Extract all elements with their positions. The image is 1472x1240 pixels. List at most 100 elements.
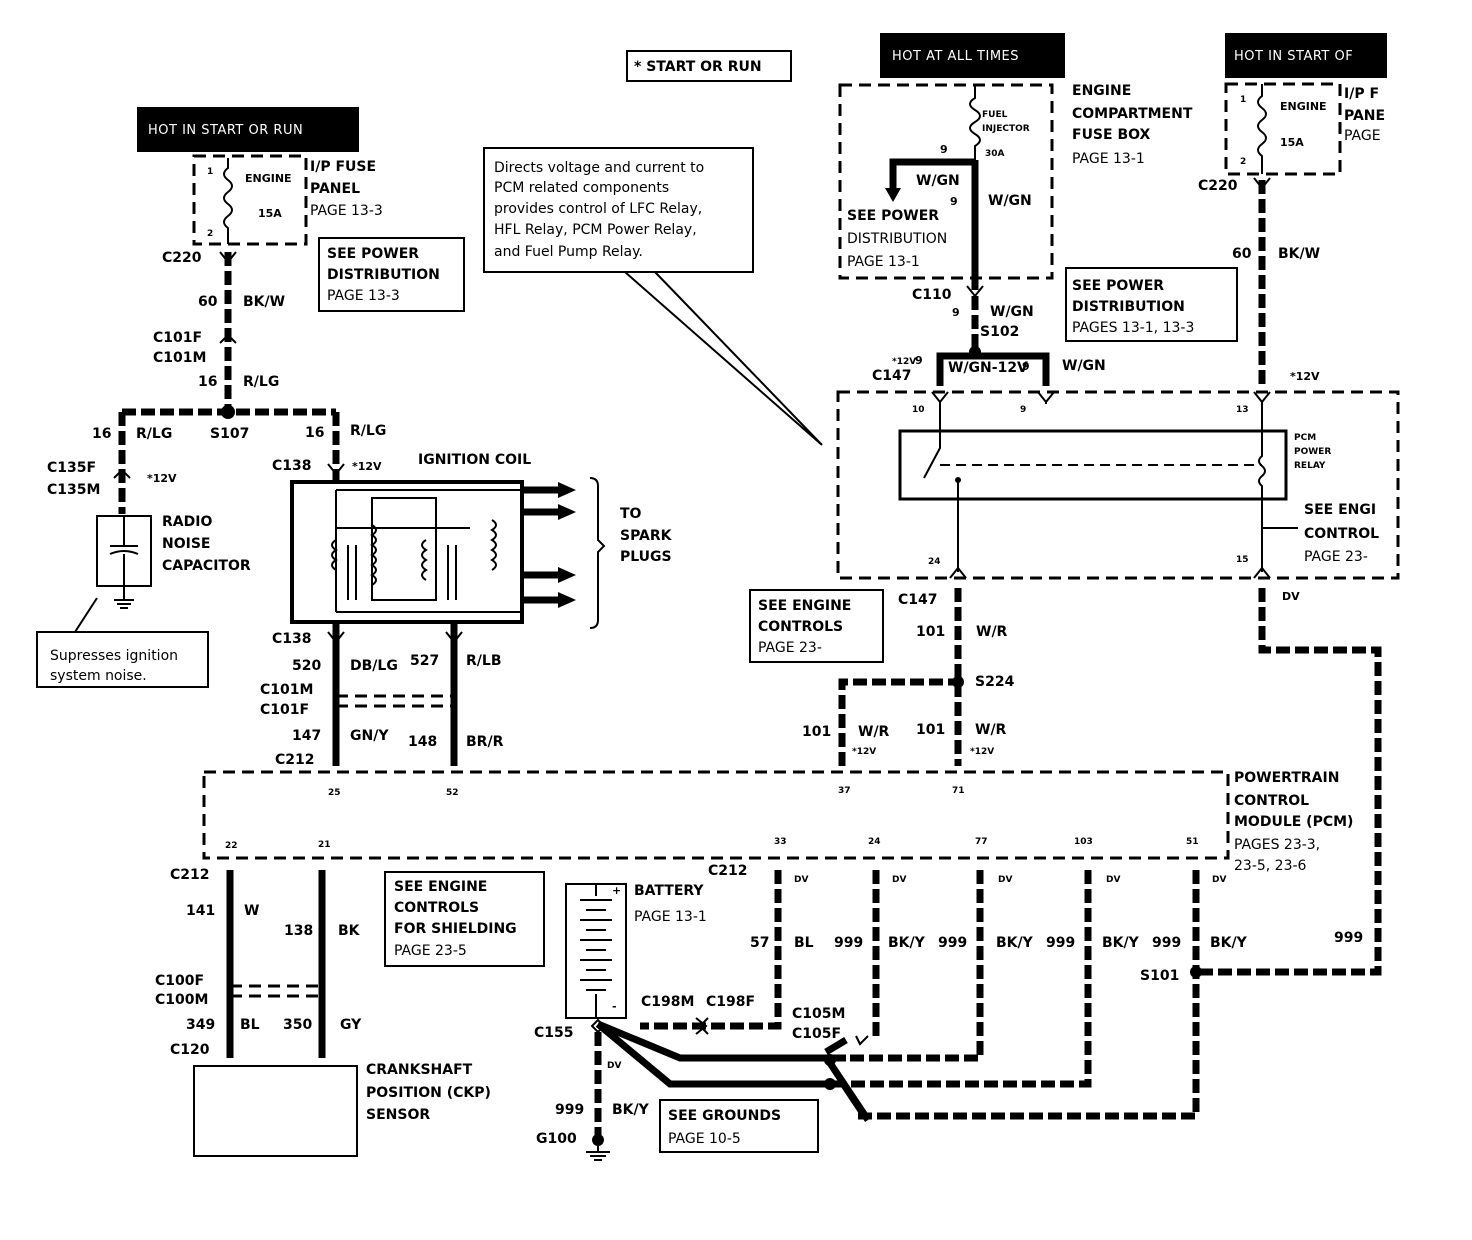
- svg-text:W/GN: W/GN: [916, 173, 960, 189]
- svg-text:PAGES 13-1, 13-3: PAGES 13-1, 13-3: [1072, 320, 1194, 336]
- svg-text:SEE ENGINE: SEE ENGINE: [394, 879, 487, 895]
- svg-text:999: 999: [834, 935, 863, 951]
- svg-text:PANE: PANE: [1344, 108, 1385, 124]
- svg-text:INJECTOR: INJECTOR: [982, 124, 1030, 134]
- svg-text:FUEL: FUEL: [982, 110, 1008, 120]
- svg-text:R/LG: R/LG: [350, 423, 386, 439]
- wire-9-split: [936, 352, 1050, 386]
- header-hot-start-run-right: [1225, 33, 1387, 78]
- svg-text:999: 999: [938, 935, 967, 951]
- svg-text:DISTRIBUTION: DISTRIBUTION: [847, 231, 947, 247]
- svg-text:DV: DV: [1282, 590, 1300, 603]
- svg-text:C101M: C101M: [260, 682, 313, 698]
- svg-text:S224: S224: [975, 674, 1015, 690]
- svg-text:-: -: [612, 1000, 617, 1013]
- svg-text:*12V: *12V: [1290, 370, 1320, 383]
- svg-text:999: 999: [1334, 930, 1363, 946]
- wire-101-branch: [838, 678, 958, 766]
- svg-text:51: 51: [1186, 837, 1199, 847]
- svg-text:16: 16: [92, 426, 111, 442]
- svg-text:71: 71: [952, 786, 965, 796]
- svg-text:141: 141: [186, 903, 215, 919]
- svg-text:S107: S107: [210, 426, 249, 442]
- fuse-link-injector: [969, 85, 981, 160]
- svg-text:23-5, 23-6: 23-5, 23-6: [1234, 858, 1307, 874]
- svg-text:POWERTRAIN: POWERTRAIN: [1234, 770, 1339, 786]
- ref-grounds: [659, 1099, 819, 1153]
- svg-text:PAGE 13-1: PAGE 13-1: [847, 254, 920, 270]
- svg-text:C110: C110: [912, 287, 952, 303]
- svg-text:101: 101: [916, 624, 945, 640]
- svg-text:SEE GROUNDS: SEE GROUNDS: [668, 1108, 781, 1124]
- svg-text:C100M: C100M: [155, 992, 208, 1008]
- svg-text:DV: DV: [794, 875, 808, 885]
- svg-text:*12V: *12V: [147, 472, 177, 485]
- callout-ignition-noise: [36, 631, 209, 688]
- svg-text:CAPACITOR: CAPACITOR: [162, 558, 251, 574]
- svg-text:BK/Y: BK/Y: [1102, 935, 1140, 951]
- svg-text:POSITION (CKP): POSITION (CKP): [366, 1085, 491, 1101]
- svg-text:16: 16: [305, 425, 324, 441]
- svg-text:57: 57: [750, 935, 769, 951]
- splice-s101: [1190, 966, 1202, 978]
- svg-text:147: 147: [292, 728, 321, 744]
- header-hot-start-run-left-text: HOT IN START OR RUN: [148, 123, 303, 138]
- svg-text:I/P F: I/P F: [1344, 86, 1379, 102]
- svg-text:9: 9: [950, 195, 958, 208]
- svg-text:S101: S101: [1140, 968, 1179, 984]
- wire-999-b: [846, 870, 984, 1062]
- svg-text:C105F: C105F: [792, 1026, 841, 1042]
- svg-text:W/R: W/R: [858, 724, 890, 740]
- svg-text:R/LG: R/LG: [243, 374, 279, 390]
- svg-text:60: 60: [198, 294, 218, 310]
- svg-text:BL: BL: [794, 935, 814, 951]
- wire-57: [640, 870, 782, 1030]
- svg-text:15: 15: [1236, 555, 1249, 565]
- svg-text:C100F: C100F: [155, 973, 204, 989]
- ignition-coil: [290, 480, 524, 624]
- svg-text:BL: BL: [240, 1017, 260, 1033]
- svg-text:GY: GY: [340, 1017, 362, 1033]
- svg-text:BK/Y: BK/Y: [996, 935, 1034, 951]
- svg-text:W/GN: W/GN: [1062, 358, 1106, 374]
- svg-text:Supresses ignition: Supresses ignition: [50, 648, 178, 664]
- svg-text:1: 1: [1240, 95, 1246, 105]
- pcm-power-relay: [898, 429, 1288, 501]
- svg-text:C138: C138: [272, 631, 312, 647]
- svg-text:ENGINE: ENGINE: [1280, 100, 1327, 113]
- fuse-engine-left: ENGINE: [245, 172, 292, 185]
- svg-text:CONTROL: CONTROL: [1234, 793, 1309, 809]
- svg-text:BK/Y: BK/Y: [888, 935, 926, 951]
- svg-text:30A: 30A: [985, 149, 1005, 159]
- splice-s224: [952, 676, 964, 688]
- svg-text:NOISE: NOISE: [162, 536, 210, 552]
- svg-text:DV: DV: [1212, 875, 1226, 885]
- svg-text:FUSE BOX: FUSE BOX: [1072, 127, 1151, 143]
- svg-text:148: 148: [408, 734, 437, 750]
- svg-text:C212: C212: [170, 867, 210, 883]
- svg-text:C220: C220: [1198, 178, 1238, 194]
- svg-text:PAGE: PAGE: [1344, 128, 1381, 144]
- svg-text:10: 10: [912, 405, 925, 415]
- svg-text:C101F: C101F: [260, 702, 309, 718]
- svg-text:9: 9: [940, 143, 948, 156]
- svg-text:PAGE 13-1: PAGE 13-1: [1072, 151, 1145, 167]
- svg-text:C155: C155: [534, 1025, 574, 1041]
- svg-text:PAGE 23-5: PAGE 23-5: [394, 943, 467, 959]
- svg-text:138: 138: [284, 923, 313, 939]
- spark-plug-outputs: [520, 482, 576, 608]
- ground-strap-1: [596, 1020, 846, 1062]
- svg-text:CONTROLS: CONTROLS: [394, 900, 479, 916]
- svg-text:C147: C147: [872, 368, 912, 384]
- svg-text:DISTRIBUTION: DISTRIBUTION: [1072, 299, 1185, 315]
- svg-text:PCM: PCM: [1294, 433, 1316, 443]
- conn-c101m: C101M: [153, 350, 206, 366]
- svg-text:BATTERY: BATTERY: [634, 883, 704, 899]
- svg-text:SEE ENGINE: SEE ENGINE: [758, 598, 851, 614]
- wire-999-d: [856, 870, 1200, 1120]
- svg-text:PCM related compone: PCM related components: [494, 180, 669, 196]
- svg-text:*12V: *12V: [352, 460, 382, 473]
- svg-text:SEE POWER: SEE POWER: [1072, 278, 1164, 294]
- svg-text:DB/LG: DB/LG: [350, 658, 398, 674]
- svg-text:PAGE 10-5: PAGE 10-5: [668, 1131, 741, 1147]
